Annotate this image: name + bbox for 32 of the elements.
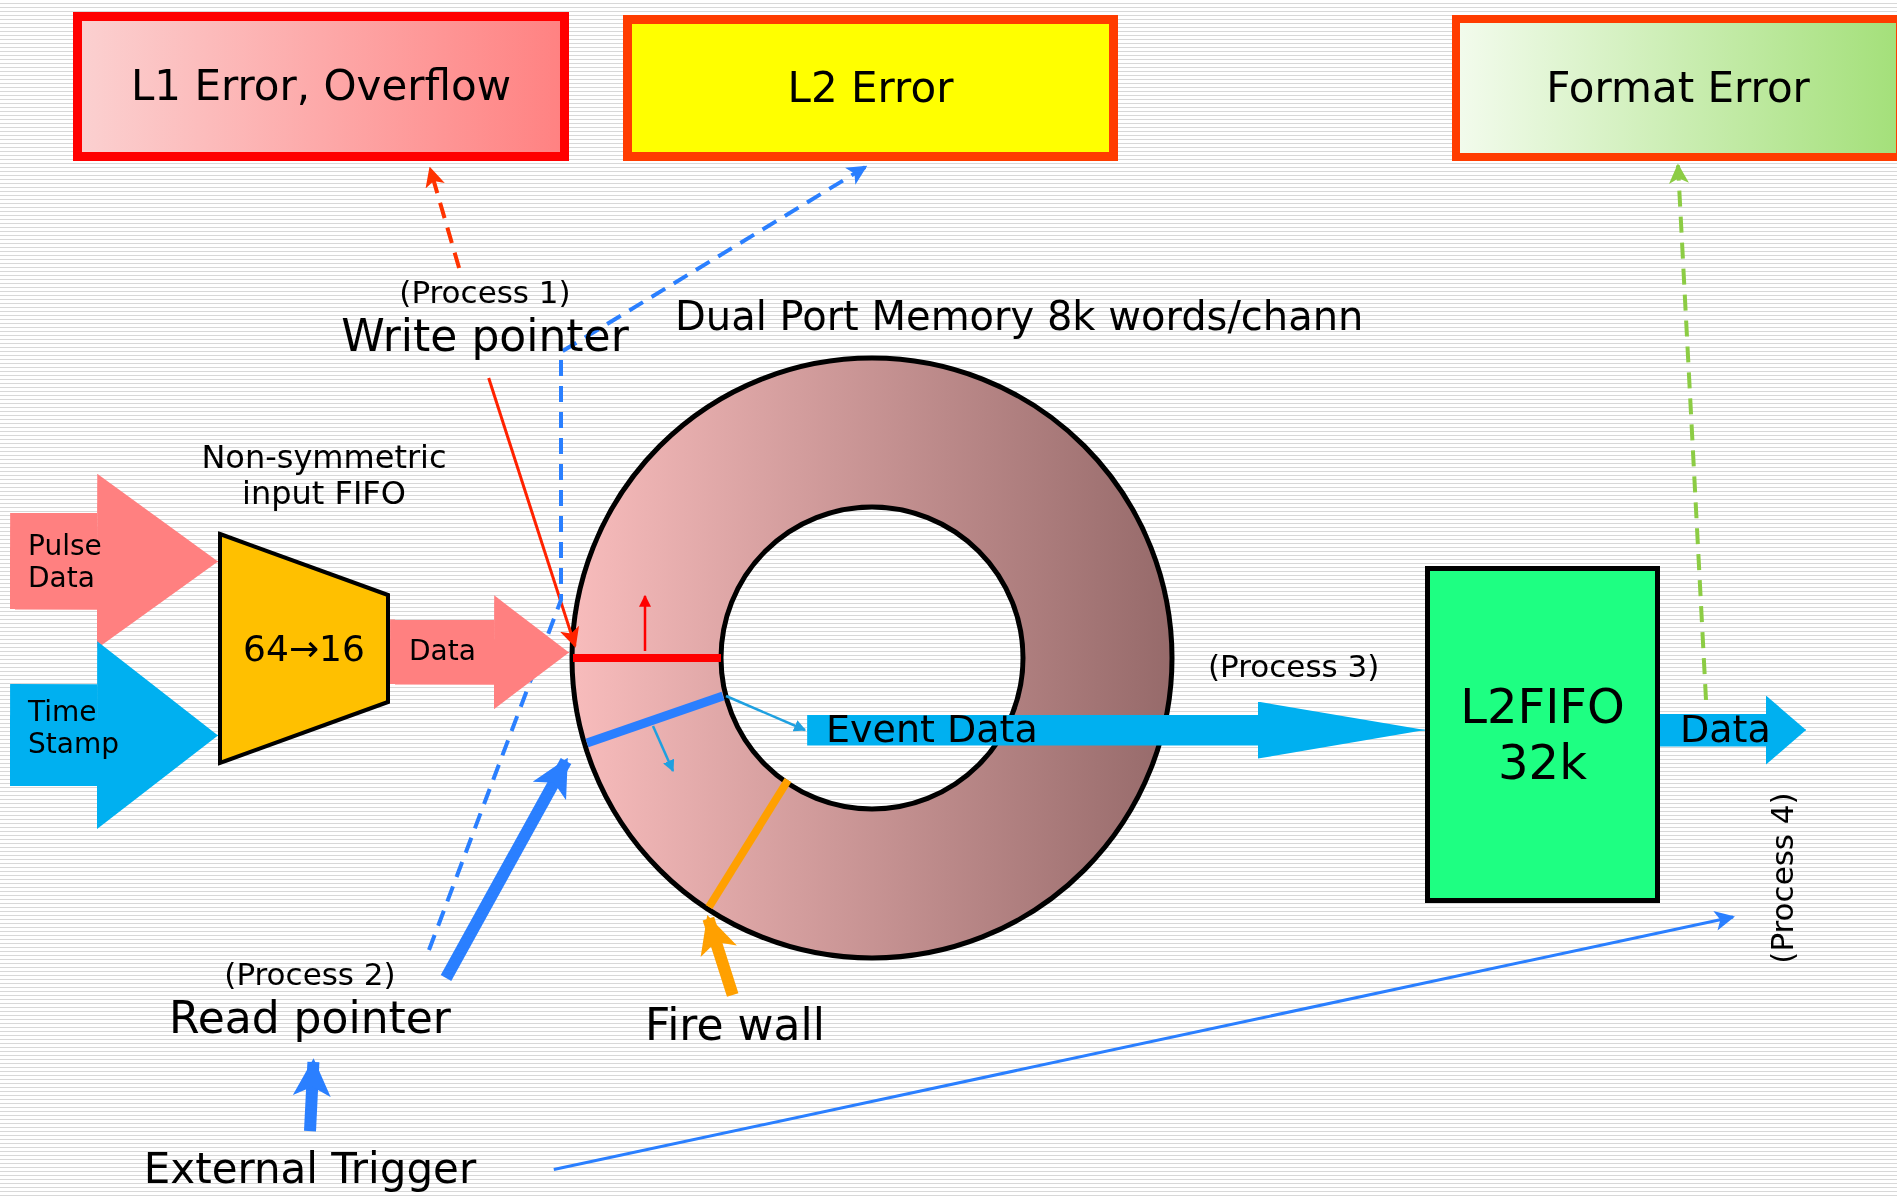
fifo-heading: Non-symmetric input FIFO bbox=[200, 440, 448, 512]
arrow bbox=[700, 914, 739, 997]
dashed-arrow bbox=[427, 165, 868, 951]
trigger-label: External Trigger bbox=[143, 1145, 477, 1194]
process-label: (Process 4) bbox=[1763, 792, 1800, 964]
error-box: L2 Error bbox=[623, 15, 1118, 161]
dashed-arrow bbox=[425, 166, 461, 269]
edge-label: Data bbox=[409, 635, 476, 668]
dashed-arrow bbox=[1668, 163, 1708, 701]
fire-wall-label: Fire wall bbox=[645, 999, 825, 1051]
process-label: (Process 1) bbox=[399, 274, 571, 311]
block-arrow bbox=[806, 701, 1426, 759]
fifo-box: L2FIFO 32k bbox=[1425, 566, 1660, 903]
arrow bbox=[440, 757, 572, 981]
memory-heading: Dual Port Memory 8k words/chann bbox=[675, 293, 1364, 339]
error-box: Format Error bbox=[1452, 15, 1897, 161]
error-box: L1 Error, Overflow bbox=[73, 12, 569, 161]
process-label: (Process 3) bbox=[1208, 648, 1380, 684]
ratio-label: 64→16 bbox=[242, 627, 366, 669]
arrow bbox=[553, 911, 1735, 1171]
edge-label: Pulse Data bbox=[28, 530, 103, 595]
arrow bbox=[487, 377, 580, 648]
pointer-label: Read pointer bbox=[169, 992, 451, 1044]
block-arrow bbox=[1659, 695, 1807, 765]
block-arrow bbox=[9, 641, 219, 830]
edge-label: Event Data bbox=[826, 708, 1038, 752]
block-arrow bbox=[389, 595, 570, 710]
process-label: (Process 2) bbox=[224, 956, 396, 993]
arrow bbox=[292, 1058, 331, 1132]
pointer-label: Write pointer bbox=[341, 310, 629, 362]
edge-label: Data bbox=[1680, 708, 1771, 752]
edge-label: Time Stamp bbox=[28, 696, 120, 761]
